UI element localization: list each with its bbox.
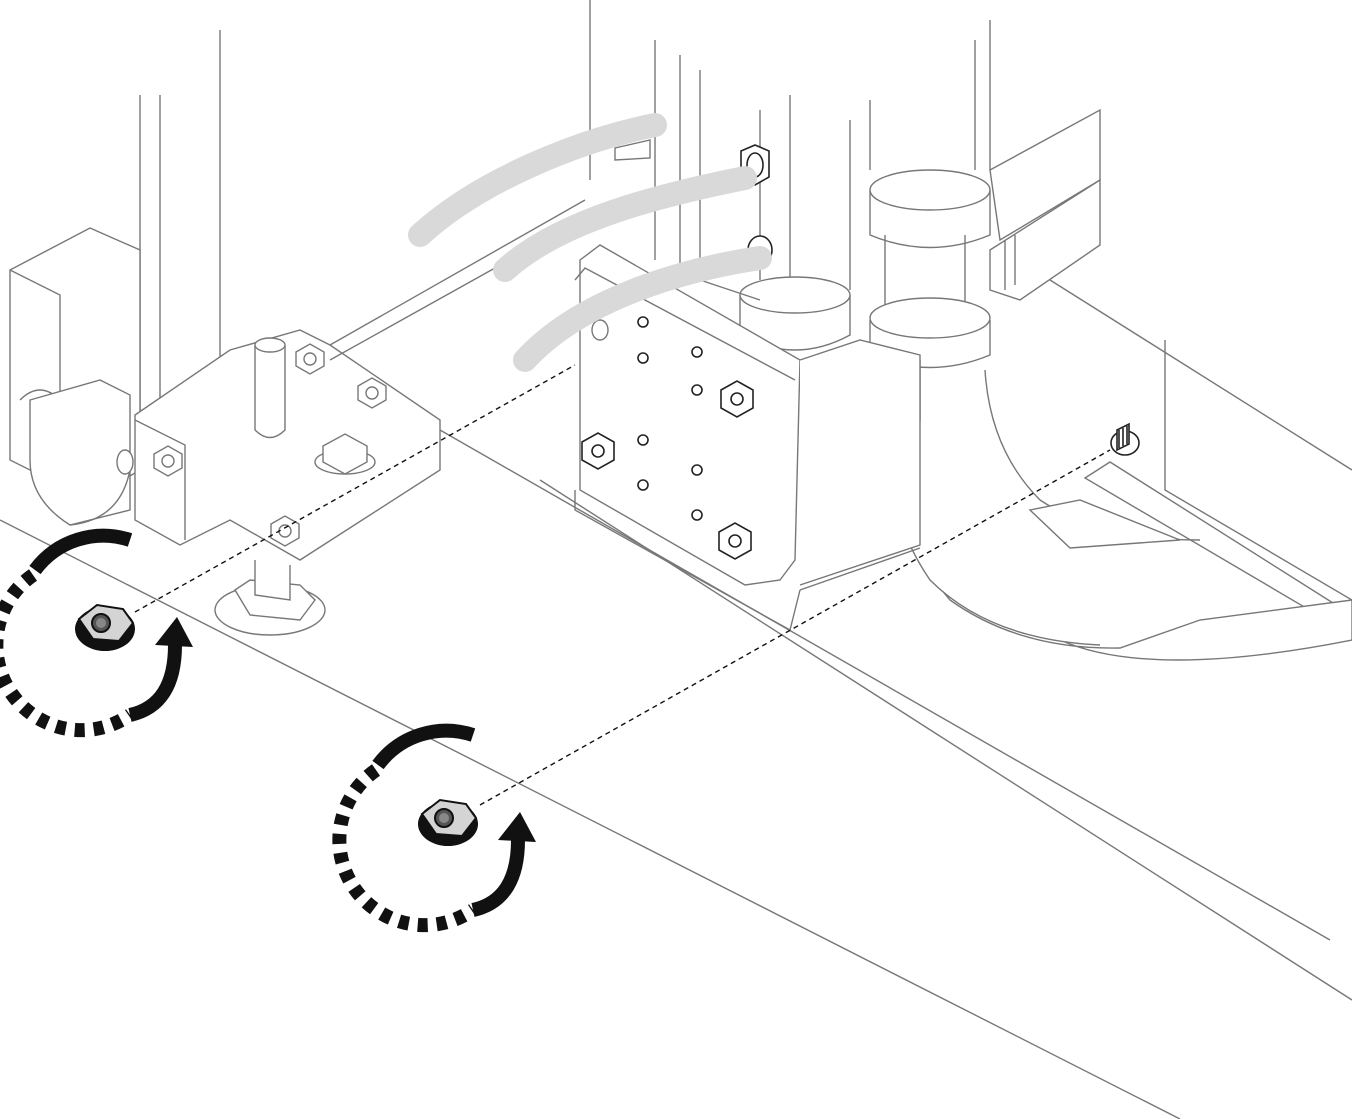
center-coupling <box>699 276 851 351</box>
left-frame-column <box>9 30 221 526</box>
plate-bolt <box>720 380 754 418</box>
install-guide-lines <box>134 364 1111 806</box>
plate-bolt <box>581 432 615 470</box>
callout-nut-1 <box>0 528 193 738</box>
plate-bolt <box>718 522 752 560</box>
plate-hole-pattern <box>637 316 703 521</box>
stud-icon <box>1110 422 1140 456</box>
nut-icon <box>418 798 478 846</box>
hose-icon <box>408 113 772 372</box>
leveling-foot <box>214 560 326 636</box>
rotate-clockwise-arrow-icon <box>332 723 536 933</box>
callout-nut-2 <box>332 723 536 933</box>
rotate-clockwise-arrow-icon <box>0 528 193 738</box>
right-rail <box>989 108 1101 301</box>
nut-icon <box>75 603 135 651</box>
center-mounting-plate <box>574 244 921 632</box>
center-columns <box>589 0 991 290</box>
vertical-pin <box>254 337 286 439</box>
